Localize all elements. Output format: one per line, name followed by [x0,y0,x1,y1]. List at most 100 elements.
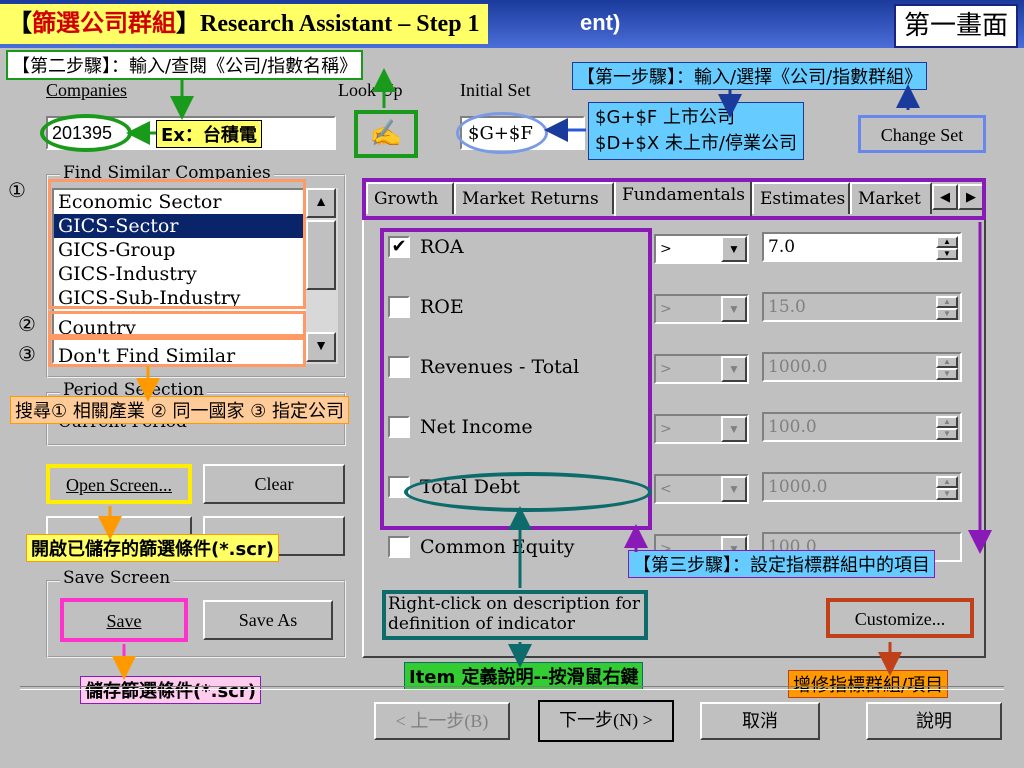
dropdown-arrow-icon: ▼ [721,476,747,502]
criteria-row-net-income: Net Income >▼ 100.0▲▼ [388,412,988,472]
revenues-checkbox[interactable] [388,356,410,378]
help-button[interactable]: 說明 [866,702,1002,740]
list-scrollbar[interactable]: ▲ ▼ [306,188,338,364]
common-equity-label[interactable]: Common Equity [420,536,575,558]
spin-down-icon[interactable]: ▼ [936,428,958,440]
dropdown-arrow-icon: ▼ [721,356,747,382]
net-income-spinner[interactable]: ▲▼ [936,416,958,440]
save-button[interactable]: Save [60,598,188,642]
scroll-down-button[interactable]: ▼ [306,332,336,362]
cancel-button[interactable]: 取消 [700,702,820,740]
tab-market-returns[interactable]: Market Returns [454,182,614,214]
spin-up-icon[interactable]: ▲ [936,416,958,428]
roe-checkbox[interactable] [388,296,410,318]
dropdown-arrow-icon: ▼ [721,416,747,442]
total-debt-spinner[interactable]: ▲▼ [936,476,958,500]
search-callout: 搜尋① 相關產業 ② 同一國家 ③ 指定公司 [10,396,350,424]
clear-button[interactable]: Clear [203,464,345,504]
marker-1: ① [8,178,26,202]
dropdown-arrow-icon: ▼ [721,236,747,262]
scroll-up-button[interactable]: ▲ [306,188,336,218]
roe-value-input[interactable]: 15.0▲▼ [762,292,962,322]
bottom-separator [20,686,1004,690]
list-item[interactable]: Economic Sector [58,191,222,213]
net-income-value-input[interactable]: 100.0▲▼ [762,412,962,442]
tab-market[interactable]: Market [850,182,932,214]
criteria-row-roa: ✔ ROA >▼ 7.0▲▼ [388,232,988,292]
total-debt-operator-select[interactable]: <▼ [654,474,749,504]
spin-down-icon[interactable]: ▼ [936,248,958,260]
net-income-operator-select[interactable]: >▼ [654,414,749,444]
dropdown-arrow-icon: ▼ [721,296,747,322]
list-item[interactable]: GICS-Sub-Industry [58,287,241,309]
open-saved-callout: 開啟已儲存的篩選條件(*.scr) [26,534,279,562]
marker-3: ③ [18,342,36,366]
tab-estimates[interactable]: Estimates [752,182,850,214]
tab-fundamentals[interactable]: Fundamentals [614,178,752,216]
spin-down-icon[interactable]: ▼ [936,308,958,320]
list-item[interactable]: GICS-Group [58,239,176,261]
save-screen-title: Save Screen [60,568,174,588]
hint-line-1: Right-click on description for [388,594,640,614]
spin-down-icon[interactable]: ▼ [936,488,958,500]
page-badge: 第一畫面 [894,4,1018,48]
marker-2: ② [18,312,36,336]
roe-spinner[interactable]: ▲▼ [936,296,958,320]
spin-down-icon[interactable]: ▼ [936,368,958,380]
initial-set-input[interactable]: $G+$F [460,116,585,150]
open-screen-button[interactable]: Open Screen... [46,464,192,504]
roe-label[interactable]: ROE [420,296,464,318]
companies-label: Companies [46,80,127,100]
revenues-label[interactable]: Revenues - Total [420,356,580,378]
tab-growth[interactable]: Growth [366,182,454,214]
set-codes-callout: $G+$F 上市公司 $D+$X 未上市/停業公司 [588,102,804,160]
list-item[interactable]: GICS-Industry [58,263,197,285]
list-item[interactable]: Don't Find Similar Compani [58,345,236,364]
customize-button[interactable]: Customize... [826,598,974,638]
tab-scroll-left[interactable]: ◀ [932,184,958,210]
roa-value-input[interactable]: 7.0▲▼ [762,232,962,262]
customize-callout: 增修指標群組/項目 [788,670,949,698]
find-similar-title: Find Similar Companies [60,163,274,183]
list-item[interactable]: Country [58,317,136,339]
list-item-selected[interactable]: GICS-Sector [54,214,304,238]
triangle-right-icon: ▶ [966,189,976,204]
spin-up-icon[interactable]: ▲ [936,296,958,308]
companies-input-value: 201395 [52,123,113,143]
lookup-label: Look Up [338,80,403,100]
window-title-text: ent) [580,10,621,35]
criteria-row-roe: ROE >▼ 15.0▲▼ [388,292,988,352]
back-button[interactable]: < 上一步(B) [374,702,510,740]
spin-up-icon[interactable]: ▲ [936,476,958,488]
triangle-up-icon: ▲ [314,195,328,210]
roe-operator-select[interactable]: >▼ [654,294,749,324]
triangle-left-icon: ◀ [940,189,950,204]
change-set-button[interactable]: Change Set [858,115,986,153]
initial-set-label: Initial Set [460,80,531,100]
revenues-operator-select[interactable]: >▼ [654,354,749,384]
lookup-button[interactable]: ✍ [354,110,418,158]
step1-callout: 【第一步驟】：輸入/選擇《公司/指數群組》 [572,62,928,90]
tab-scroll-right[interactable]: ▶ [958,184,984,210]
revenues-value-input[interactable]: 1000.0▲▼ [762,352,962,382]
total-debt-label[interactable]: Total Debt [420,476,520,498]
total-debt-value-input[interactable]: 1000.0▲▼ [762,472,962,502]
save-as-button[interactable]: Save As [203,600,333,640]
net-income-checkbox[interactable] [388,416,410,438]
roa-operator-select[interactable]: >▼ [654,234,749,264]
hint-line-2: definition of indicator [388,614,576,634]
common-equity-checkbox[interactable] [388,536,410,558]
net-income-label[interactable]: Net Income [420,416,533,438]
roa-label[interactable]: ROA [420,236,464,258]
roa-spinner[interactable]: ▲▼ [936,236,958,260]
roa-checkbox[interactable]: ✔ [388,236,410,258]
tab-strip: Growth Market Returns Fundamentals Estim… [366,178,986,216]
total-debt-checkbox[interactable] [388,476,410,498]
similar-listbox[interactable]: Economic Sector GICS-Sector GICS-Group G… [52,188,306,364]
spin-up-icon[interactable]: ▲ [936,356,958,368]
next-button[interactable]: 下一步(N) > [538,700,674,742]
scroll-thumb[interactable] [306,220,336,290]
revenues-spinner[interactable]: ▲▼ [936,356,958,380]
spin-up-icon[interactable]: ▲ [936,236,958,248]
criteria-rows: ✔ ROA >▼ 7.0▲▼ ROE >▼ 15.0▲▼ Revenues - … [388,232,988,572]
